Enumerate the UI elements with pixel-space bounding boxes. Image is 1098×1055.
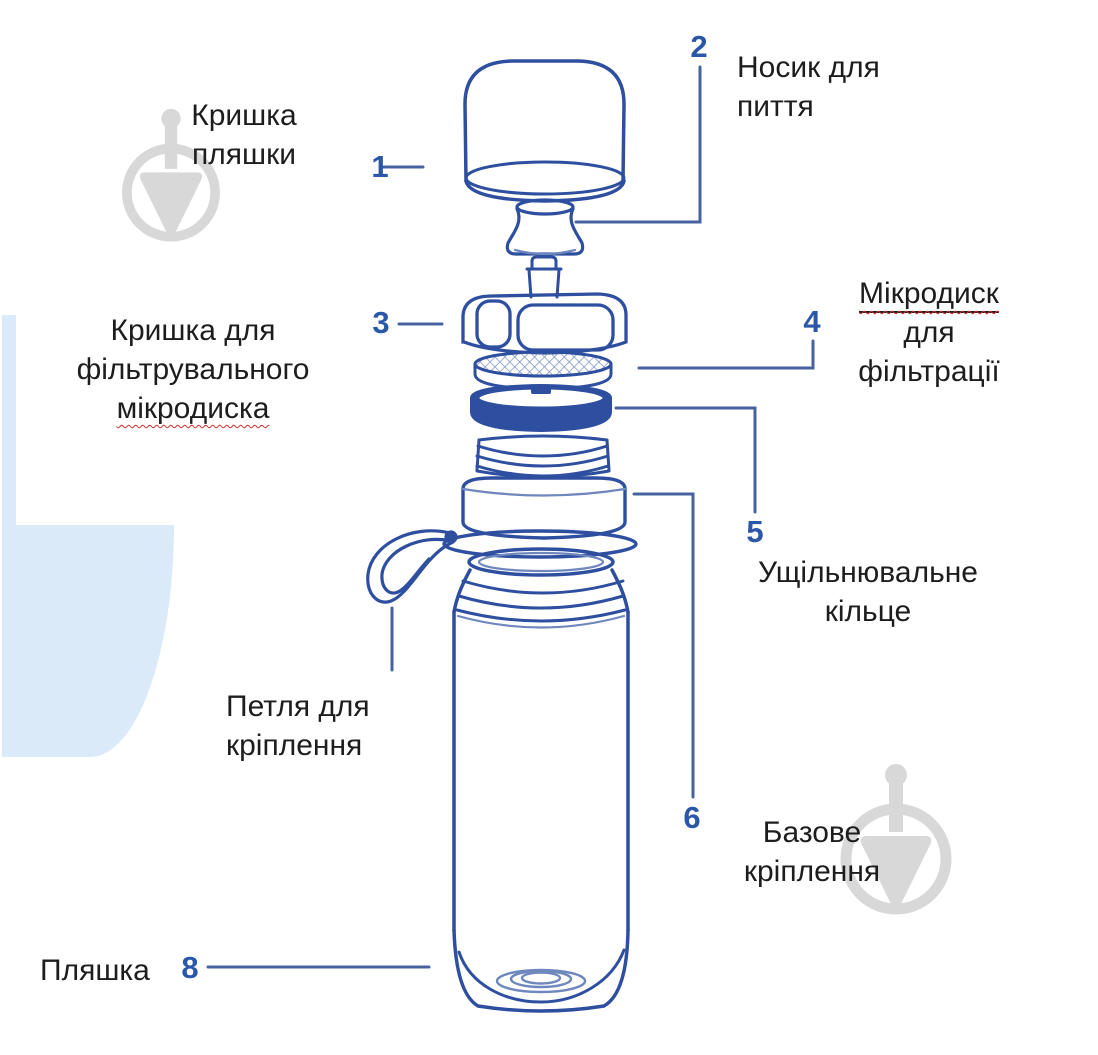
part-number-2: 2 [690, 29, 708, 64]
spellcheck-underlined-word: мікродиска [116, 392, 270, 425]
trowel-watermark-icon [840, 764, 952, 915]
part-number-4: 4 [803, 304, 821, 339]
attachment-loop-drawing [366, 529, 638, 604]
label-line: Базове [762, 816, 862, 849]
label-line: Ущільнювальне [758, 556, 978, 589]
trowel-watermark-icon [122, 108, 220, 242]
part-number-6: 6 [683, 800, 701, 835]
label-line: пиття [737, 90, 814, 123]
bottle-cap-drawing [463, 59, 626, 203]
sealing-ring-drawing [470, 383, 612, 433]
label-line: Кришка [191, 99, 297, 132]
part-number-8: 8 [181, 950, 199, 985]
leader-line-4 [637, 339, 815, 370]
label-base-mount: Базове кріплення [692, 813, 932, 891]
part-number-1: 1 [371, 149, 389, 184]
label-line: фільтрації [858, 355, 1000, 388]
base-mount-drawing [461, 476, 627, 540]
label-line: мікродиска [43, 389, 343, 428]
label-line: кріплення [743, 855, 881, 888]
label-filter-disc-cap: Кришка для фільтрувального мікродиска [43, 311, 343, 428]
label-line: Носик для [737, 51, 880, 84]
label-attachment-loop: Петля для кріплення [226, 687, 466, 765]
leader-line-5 [614, 406, 757, 514]
label-line: фільтрувального [76, 353, 310, 386]
drinking-spout-drawing [505, 198, 585, 256]
label-line: кріплення [226, 729, 363, 762]
label-line: Пляшка [40, 954, 150, 987]
filter-microdisc-drawing [473, 350, 613, 391]
label-line: для [903, 316, 955, 349]
background-strip-shape [2, 315, 16, 527]
label-line: Кришка для [110, 314, 276, 347]
threaded-collar-drawing [475, 434, 611, 479]
label-line: Мікродиск [809, 274, 1049, 313]
label-drinking-spout: Носик для пиття [737, 48, 977, 126]
part-number-5: 5 [746, 514, 764, 549]
label-line: пляшки [192, 138, 296, 171]
label-bottle-cap: Кришка пляшки [124, 96, 364, 174]
label-sealing-ring: Ущільнювальне кільце [718, 553, 1018, 631]
bottle-drawing [452, 547, 630, 1013]
nozzle-drawing [525, 255, 563, 299]
leader-line-2 [574, 65, 702, 224]
label-line: Петля для [226, 690, 370, 723]
label-bottle: Пляшка [40, 951, 240, 990]
leader-line-6 [632, 492, 695, 799]
label-filter-microdisc: Мікродиск для фільтрації [809, 274, 1049, 391]
spellcheck-underlined-word: Мікродиск [859, 277, 999, 313]
part-number-3: 3 [372, 305, 390, 340]
filter-disc-cap-drawing [461, 292, 628, 355]
label-line: кільце [824, 595, 912, 628]
leader-lines [206, 65, 815, 969]
